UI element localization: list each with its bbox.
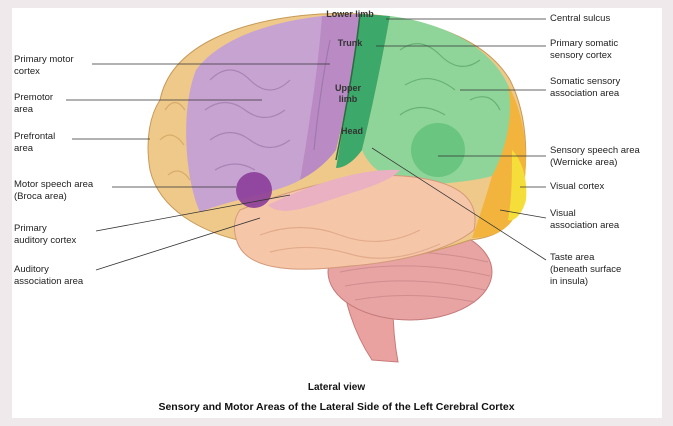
label-upper-limb: Upper limb [328, 83, 368, 105]
label-visual-cortex: Visual cortex [550, 181, 604, 193]
label-trunk: Trunk [330, 38, 370, 49]
label-primary-auditory-cortex: Primary auditory cortex [14, 223, 76, 247]
wernicke-region [411, 123, 465, 177]
caption-view: Lateral view [0, 382, 673, 393]
label-lower-limb: Lower limb [320, 9, 380, 20]
label-auditory-association-area: Auditory association area [14, 264, 83, 288]
label-prefrontal-area: Prefrontal area [14, 131, 55, 155]
label-sensory-speech-area: Sensory speech area (Wernicke area) [550, 145, 640, 169]
label-taste-area: Taste area (beneath surface in insula) [550, 252, 621, 288]
caption-title: Sensory and Motor Areas of the Lateral S… [0, 401, 673, 413]
label-premotor-area: Premotor area [14, 92, 53, 116]
label-somatic-sensory-association-area: Somatic sensory association area [550, 76, 620, 100]
label-primary-somatic-sensory-cortex: Primary somatic sensory cortex [550, 38, 618, 62]
label-visual-association-area: Visual association area [550, 208, 619, 232]
label-central-sulcus: Central sulcus [550, 13, 610, 25]
label-head: Head [334, 126, 370, 137]
label-primary-motor-cortex: Primary motor cortex [14, 54, 74, 78]
broca-region [236, 172, 272, 208]
label-motor-speech-area: Motor speech area (Broca area) [14, 179, 93, 203]
